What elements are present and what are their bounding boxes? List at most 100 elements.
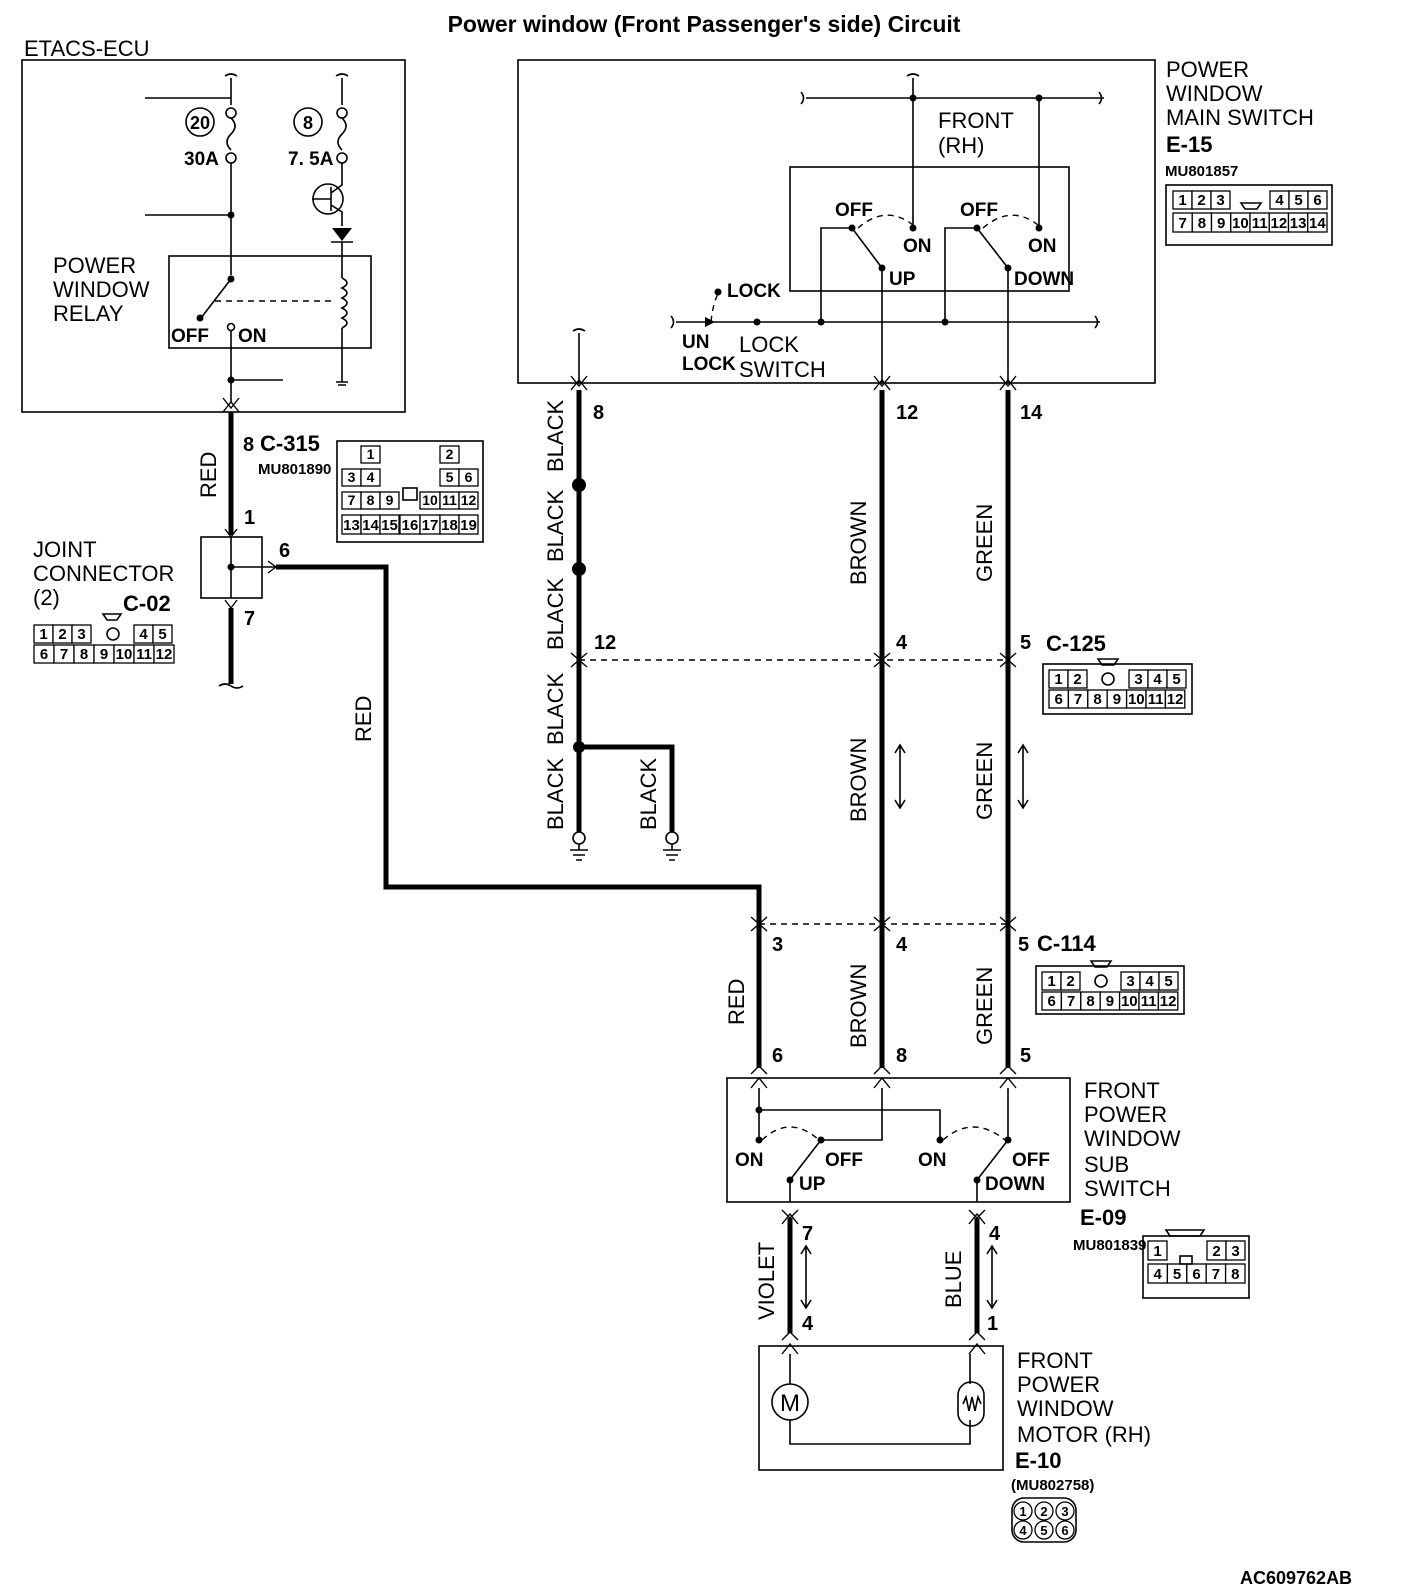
c114-pin: 12: [1160, 993, 1177, 1010]
c315-pin: 9: [386, 492, 394, 508]
joint-pin-out: 6: [279, 540, 290, 562]
lock-switch-label-line1: LOCK: [739, 332, 799, 357]
c315-cell: [458, 468, 479, 487]
e15-pin: 2: [1197, 192, 1205, 209]
c02-cell: [71, 624, 92, 644]
e10-pin-socket: [1034, 1501, 1054, 1521]
e15-pin: 14: [1309, 215, 1326, 232]
sub-switch-id: E-09: [1080, 1205, 1126, 1230]
sub-switch-label-line1: FRONT: [1084, 1078, 1160, 1103]
joint-pin-in: 1: [244, 507, 255, 529]
relay-off-label: OFF: [171, 326, 209, 347]
c114-pin: 1: [1047, 973, 1055, 990]
c02-pin: 1: [39, 626, 47, 643]
e15-pin: 11: [1252, 215, 1268, 232]
e09-pin: 1: [1153, 1243, 1161, 1260]
c114grid-center-mark: [1094, 974, 1108, 988]
e10-pin-socket: [1034, 1520, 1054, 1540]
c02-pin: 3: [77, 626, 85, 643]
front-rh-label-line1: FRONT: [938, 108, 1014, 133]
motor-label-line4: MOTOR (RH): [1017, 1422, 1151, 1447]
e10-pin: 2: [1040, 1504, 1047, 1519]
sub-off-label-down: OFF: [1012, 1150, 1050, 1171]
wire-green-label-2: GREEN: [972, 742, 997, 820]
sub-pin-violet: 7: [802, 1223, 813, 1245]
wire-red-label-mid: RED: [351, 696, 376, 742]
e15-cell: [1210, 190, 1231, 210]
relay-label-line2: WINDOW: [53, 277, 150, 302]
e09-pin: 6: [1192, 1266, 1200, 1283]
relay-coil-icon: [340, 277, 348, 329]
motor-id: E-10: [1015, 1448, 1061, 1473]
c114-pin: 11: [1141, 993, 1157, 1010]
e15-pin: 4: [1275, 192, 1284, 209]
c114-pin: 8: [1086, 993, 1094, 1010]
motor-pin-violet: 4: [802, 1313, 814, 1335]
c02-pin: 10: [116, 646, 133, 663]
c125-cell: [1067, 669, 1088, 689]
c125-pin: 3: [1134, 671, 1142, 688]
c315-pin: 18: [441, 517, 458, 534]
c315-pin: 7: [348, 492, 356, 508]
c02-pin: 12: [156, 646, 173, 663]
e15-pin: 6: [1313, 192, 1321, 209]
e09-key: [1179, 1255, 1193, 1265]
e10-pin: 5: [1040, 1523, 1047, 1538]
wire-red-c315: RED: [196, 452, 221, 498]
wire-brown-label-2: BROWN: [846, 738, 871, 822]
c315-pin: 14: [362, 517, 379, 534]
c114-pin: 2: [1066, 973, 1074, 990]
c02-pin: 5: [158, 626, 166, 643]
main-up-label: UP: [889, 269, 916, 290]
wire-violet-label: VIOLET: [754, 1242, 779, 1320]
sub-switch-block: 6 8 5 FRONT POWER WINDOW SUB SWITCH E-09…: [726, 1045, 1250, 1299]
c315-pin: 6: [465, 469, 473, 485]
wire-black-label-2: BLACK: [543, 490, 568, 562]
c315-cell: [379, 491, 400, 510]
motor-block: FRONT POWER WINDOW MOTOR (RH) E-10 (MU80…: [758, 1345, 1151, 1543]
e10-pin: 4: [1019, 1523, 1027, 1538]
c125-pin: 11: [1148, 691, 1164, 708]
c315-pin-label: 8: [243, 434, 254, 456]
main-off-label-up: OFF: [835, 200, 873, 221]
c125-connector-frame: [1042, 663, 1193, 715]
sub-pin-green: 5: [1020, 1045, 1031, 1067]
c125-pin: 8: [1093, 691, 1101, 708]
c02-pin: 8: [80, 646, 88, 663]
joint-label-line1: JOINT: [33, 537, 97, 562]
wire-brown-label-3: BROWN: [846, 964, 871, 1048]
c315-part-number: MU801890: [258, 461, 331, 478]
e10-pin: 1: [1019, 1504, 1026, 1519]
relay-on-label: ON: [238, 326, 267, 347]
sub-pin-blue: 4: [989, 1223, 1001, 1245]
c125-pin: 2: [1073, 671, 1081, 688]
motor-symbol: M: [780, 1390, 800, 1417]
e15-pin: 8: [1198, 215, 1206, 232]
c125-pin: 1: [1054, 671, 1062, 688]
main-on-label-up: ON: [903, 236, 932, 257]
c125-cell: [1166, 669, 1187, 689]
e09-pin: 3: [1231, 1243, 1239, 1260]
c315-pin: 15: [381, 517, 398, 534]
c114-pin-green: 5: [1018, 934, 1029, 956]
c315-pin: 1: [367, 446, 375, 462]
e10-pin-socket: [1013, 1501, 1033, 1521]
footer-code: AC609762AB: [1240, 1568, 1352, 1588]
c315-pin: 2: [446, 446, 454, 462]
c315-cell: [360, 445, 381, 464]
e15-cell: [1307, 212, 1328, 233]
main-switch-id: E-15: [1166, 132, 1212, 157]
main-switch-label-line2: WINDOW: [1166, 81, 1263, 106]
etacs-ecu-label: ETACS-ECU: [24, 36, 150, 61]
e15grid-key: [1239, 202, 1263, 210]
c315-pin: 3: [348, 469, 356, 485]
joint-pin-ground: 7: [244, 608, 255, 630]
relay-label-line1: POWER: [53, 253, 136, 278]
main-pin-brown: 12: [896, 402, 918, 424]
c114-pin: 10: [1121, 993, 1138, 1010]
c315-cell: [458, 514, 479, 535]
sub-pin-brown: 8: [896, 1045, 907, 1067]
c114-pin-brown: 4: [896, 934, 908, 956]
e10-pin-socket: [1055, 1520, 1075, 1540]
